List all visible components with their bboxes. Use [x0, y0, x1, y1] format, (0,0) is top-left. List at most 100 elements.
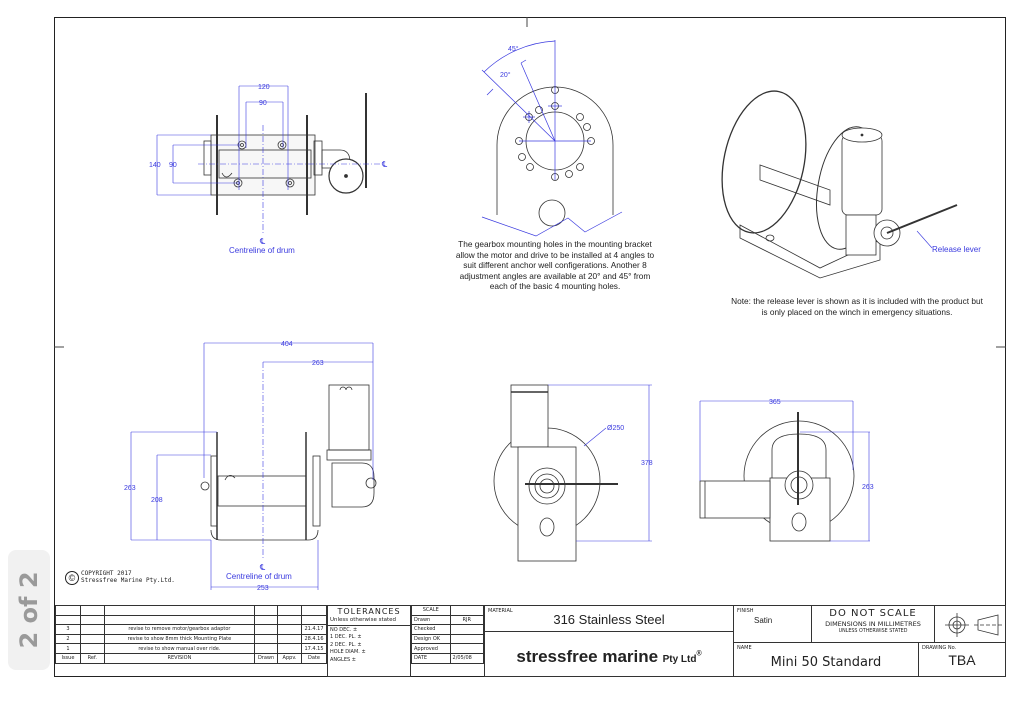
rev-text — [103, 605, 256, 616]
rev-appv — [277, 624, 302, 635]
rev-ref — [79, 605, 105, 616]
rev-text: revise to show 8mm thick Mounting Plate — [103, 633, 256, 645]
approval-row: Checked — [411, 624, 485, 635]
drawing-number-label: DRAWING No. — [922, 645, 957, 651]
rev-text — [103, 614, 256, 626]
rev-issue — [55, 605, 81, 616]
header-issue: Issue — [55, 652, 81, 664]
end-view-dimensions — [699, 400, 870, 542]
dim-top-120: 120 — [258, 84, 270, 91]
third-angle-projection-icon — [945, 613, 1003, 637]
release-lever-leader — [916, 230, 933, 249]
release-lever-callout: Release lever — [932, 245, 981, 254]
drawing-number-cell: DRAWING No. TBA — [918, 642, 1006, 677]
tolerance-line: NO DEC. ± — [330, 626, 358, 633]
approval-label: Checked — [411, 624, 451, 635]
approval-label: SCALE — [411, 605, 451, 616]
drawing-name-cell: NAME Mini 50 Standard — [733, 642, 919, 677]
top-view — [203, 93, 367, 215]
approval-label: Drawn — [411, 614, 451, 626]
approval-value: RJR — [449, 614, 485, 626]
rev-text: revise to remove motor/gearbox adaptor — [103, 624, 256, 635]
header-revision: REVISION — [103, 652, 256, 664]
page-indicator: 2 of 2 — [8, 550, 50, 670]
dim-side-378: 378 — [641, 460, 653, 467]
rev-date: 17.4.15 — [300, 643, 328, 654]
copyright-line2: Stressfree Marine Pty.Ltd. — [81, 577, 175, 584]
centreline-label-top: Centreline of drum — [229, 246, 295, 255]
drawing-sheet — [54, 17, 1006, 677]
rev-issue: 3 — [55, 624, 81, 635]
rev-ref — [79, 614, 105, 626]
centreline-symbol-right: ℄ — [381, 160, 388, 169]
approval-label: DATE — [411, 652, 451, 664]
rev-drawn — [254, 624, 279, 635]
registered-mark: ® — [696, 650, 702, 658]
dim-top-90-v: 90 — [169, 162, 177, 169]
approval-row: Approved — [411, 643, 485, 654]
approval-value — [449, 633, 485, 645]
header-appv: Appv. — [277, 652, 302, 664]
dim-top-90-h: 90 — [259, 100, 267, 107]
centreline-label-bottom: Centreline of drum — [226, 572, 292, 581]
dim-front-253: 253 — [257, 585, 269, 592]
rev-issue: 1 — [55, 643, 81, 654]
scale-notice-line3: UNLESS OTHERWISE STATED — [838, 629, 908, 634]
rev-ref — [79, 643, 105, 654]
tolerances-title: TOLERANCES — [337, 607, 401, 616]
end-view — [699, 412, 855, 542]
scale-notice-line1: DO NOT SCALE — [829, 608, 917, 619]
approval-value — [449, 605, 485, 616]
material-cell: MATERIAL 316 Stainless Steel — [484, 605, 734, 632]
centreline-symbol-bottom: ℄ — [259, 563, 266, 572]
bracket-note: The gearbox mounting holes in the mounti… — [455, 239, 655, 291]
tolerance-line: HOLE DIAM. ± — [330, 649, 366, 656]
rev-appv — [277, 605, 302, 616]
scale-notice-line2: DIMENSIONS IN MILLIMETRES — [825, 620, 921, 628]
revision-row — [55, 605, 328, 616]
rev-appv — [277, 633, 302, 645]
header-drawn: Drawn — [254, 652, 279, 664]
approval-row: Design OK — [411, 633, 485, 645]
tolerance-line: 2 DEC. PL. ± — [330, 641, 362, 648]
header-ref: Ref. — [79, 652, 105, 664]
copyright-line1: COPYRIGHT 2017 — [81, 570, 132, 577]
top-view-dimensions — [156, 85, 380, 235]
material-value: 316 Stainless Steel — [553, 612, 665, 627]
approval-row: SCALE — [411, 605, 485, 616]
header-date: Date — [300, 652, 328, 664]
front-view-dimensions — [130, 342, 374, 590]
dim-end-365: 365 — [769, 399, 781, 406]
rev-drawn — [254, 633, 279, 645]
drawing-number-value: TBA — [948, 652, 976, 668]
dim-front-263-h: 263 — [312, 360, 324, 367]
scale-notice-cell: DO NOT SCALE DIMENSIONS IN MILLIMETRES U… — [811, 605, 935, 643]
rev-date: 28.4.16 — [300, 633, 328, 645]
centreline-symbol-top: ℄ — [259, 237, 266, 246]
company-suffix: Pty Ltd — [662, 654, 697, 665]
company-name: stressfree marine — [516, 647, 659, 666]
iso-view — [721, 90, 958, 279]
revision-row: 2 revise to show 8mm thick Mounting Plate… — [55, 633, 328, 645]
tolerances-block: TOLERANCES Unless otherwise stated NO DE… — [327, 605, 411, 677]
approval-label: Design OK — [411, 633, 451, 645]
finish-value: Satin — [754, 616, 773, 625]
revision-row — [55, 614, 328, 626]
copyright-icon: © — [65, 571, 79, 585]
dim-front-263-v: 263 — [124, 485, 136, 492]
rev-drawn — [254, 605, 279, 616]
finish-label: FINISH — [737, 608, 754, 614]
rev-appv — [277, 614, 302, 626]
approval-value — [449, 624, 485, 635]
finish-cell: FINISH Satin — [733, 605, 812, 643]
rev-issue: 2 — [55, 633, 81, 645]
side-view-dimensions — [548, 384, 652, 542]
